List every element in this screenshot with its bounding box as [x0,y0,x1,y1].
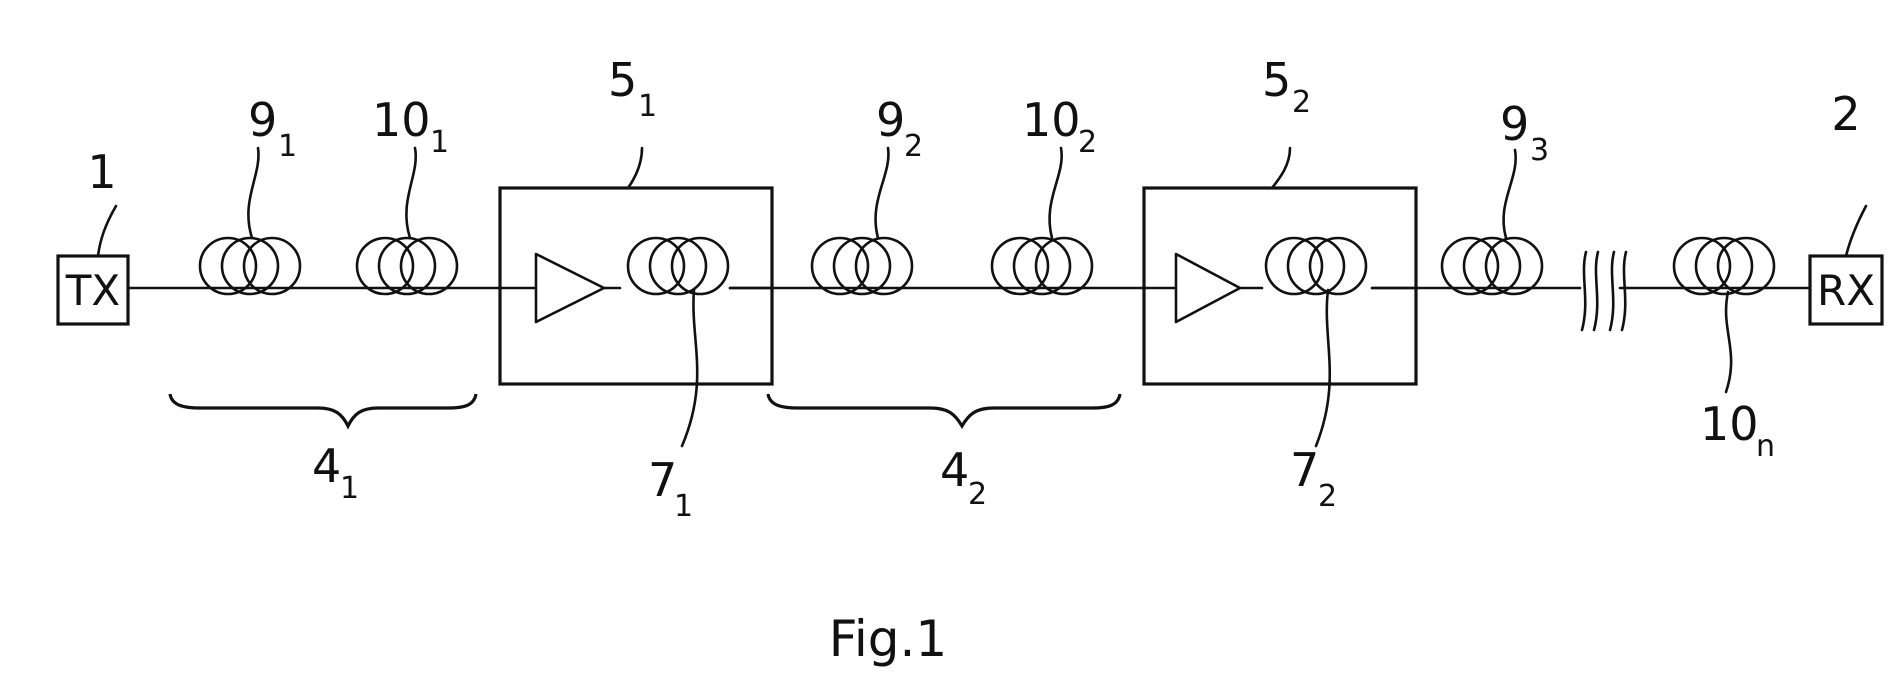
label-4-1-sub: 1 [340,471,359,506]
label-7-2-sub: 2 [1318,479,1337,514]
leader-lines [98,148,1866,446]
fiber-coil-9-2 [812,238,912,294]
label-4-1-main: 4 [312,439,341,493]
label-7-2-main: 7 [1290,443,1319,497]
label-9-2-sub: 2 [904,129,923,164]
label-4-2-sub: 2 [968,477,987,512]
label-10-1-main: 10 [372,93,431,147]
fiber-coil-7-2 [1266,238,1366,294]
fiber-coil-7-1 [628,238,728,294]
fiber-coil-10-2 [992,238,1092,294]
figure-caption: Fig.1 [829,610,947,668]
label-10-1-sub: 1 [430,125,449,160]
label-5-2-main: 5 [1262,53,1291,107]
amplifier-box-5-2 [1144,188,1416,384]
span-brace-4-1 [170,394,476,426]
label-9-1-main: 9 [248,93,277,147]
label-9-3-sub: 3 [1530,133,1549,168]
amplifier-triangle-icon [1176,254,1240,322]
label-7-1-main: 7 [648,453,677,507]
fiber-coil-10-n [1674,238,1774,294]
label-9-2-main: 9 [876,93,905,147]
receiver-label: RX [1817,266,1875,315]
tx-ref-label: 1 [87,145,116,199]
label-10-n-sub: n [1756,429,1775,464]
label-10-2-main: 10 [1022,93,1081,147]
fiber-coil-10-1 [357,238,457,294]
fiber-coil-9-1 [200,238,300,294]
fiber-coil-9-3 [1442,238,1542,294]
label-9-1-sub: 1 [278,129,297,164]
label-4-2-main: 4 [940,443,969,497]
line-break-marks [1582,252,1626,330]
transmitter-label: TX [65,266,120,315]
label-5-1-main: 5 [608,53,637,107]
label-7-1-sub: 1 [674,489,693,524]
amplifier-triangle-icon [536,254,604,322]
label-5-2-sub: 2 [1292,85,1311,120]
label-9-3-main: 9 [1500,97,1529,151]
transmitter-block: TX [58,256,128,324]
rx-ref-label: 2 [1831,87,1860,141]
span-brace-4-2 [768,394,1120,426]
receiver-block: RX [1810,256,1882,324]
label-10-n-main: 10 [1700,397,1759,451]
label-10-2-sub: 2 [1078,125,1097,160]
label-5-1-sub: 1 [638,89,657,124]
